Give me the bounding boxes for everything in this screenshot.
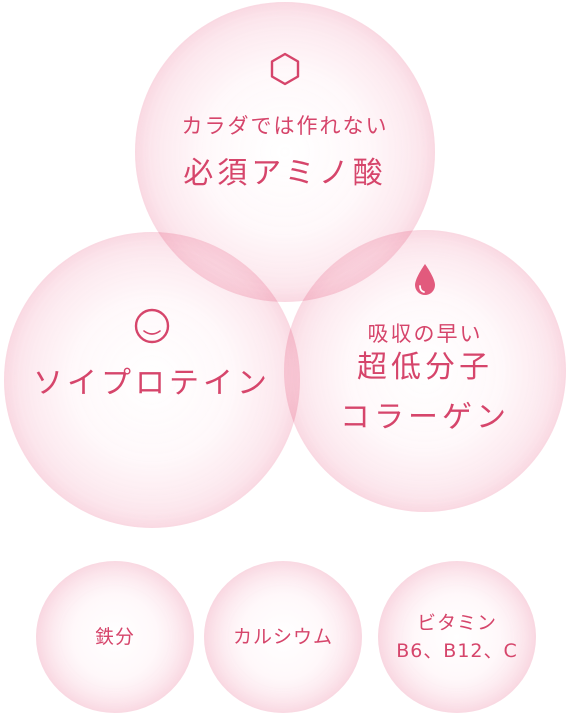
bubble-iron (36, 561, 194, 713)
calcium-label: カルシウム (232, 626, 333, 648)
vitamins-label-line2: B6、B12、C (396, 640, 518, 662)
hexagon-icon (270, 52, 300, 86)
iron-label-wrap: 鉄分 (36, 561, 194, 713)
droplet-icon (415, 264, 435, 295)
collagen-title-line1: 超低分子 (357, 350, 493, 385)
collagen-content: 吸収の早い 超低分子 コラーゲン (284, 262, 566, 438)
essential-amino-acids-title: 必須アミノ酸 (183, 156, 387, 191)
bubble-vitamins (378, 561, 536, 713)
essential-amino-acids-subtitle: カラダでは作れない (181, 114, 389, 138)
bubble-soy-protein (4, 232, 300, 528)
collagen-title-line2: コラーゲン (340, 400, 510, 435)
soy-protein-content: ソイプロテイン (4, 306, 300, 404)
calcium-label-wrap: カルシウム (204, 561, 362, 713)
essential-amino-acids-content: カラダでは作れない 必須アミノ酸 (135, 52, 435, 194)
vitamins-label-line1: ビタミン (416, 612, 497, 634)
bubble-calcium (204, 561, 362, 713)
iron-label: 鉄分 (94, 626, 135, 648)
soy-protein-title: ソイプロテイン (33, 366, 271, 401)
vitamins-label-wrap: ビタミン B6、B12、C (378, 561, 536, 713)
circle-icon (134, 308, 170, 344)
collagen-subtitle: 吸収の早い (367, 322, 483, 346)
